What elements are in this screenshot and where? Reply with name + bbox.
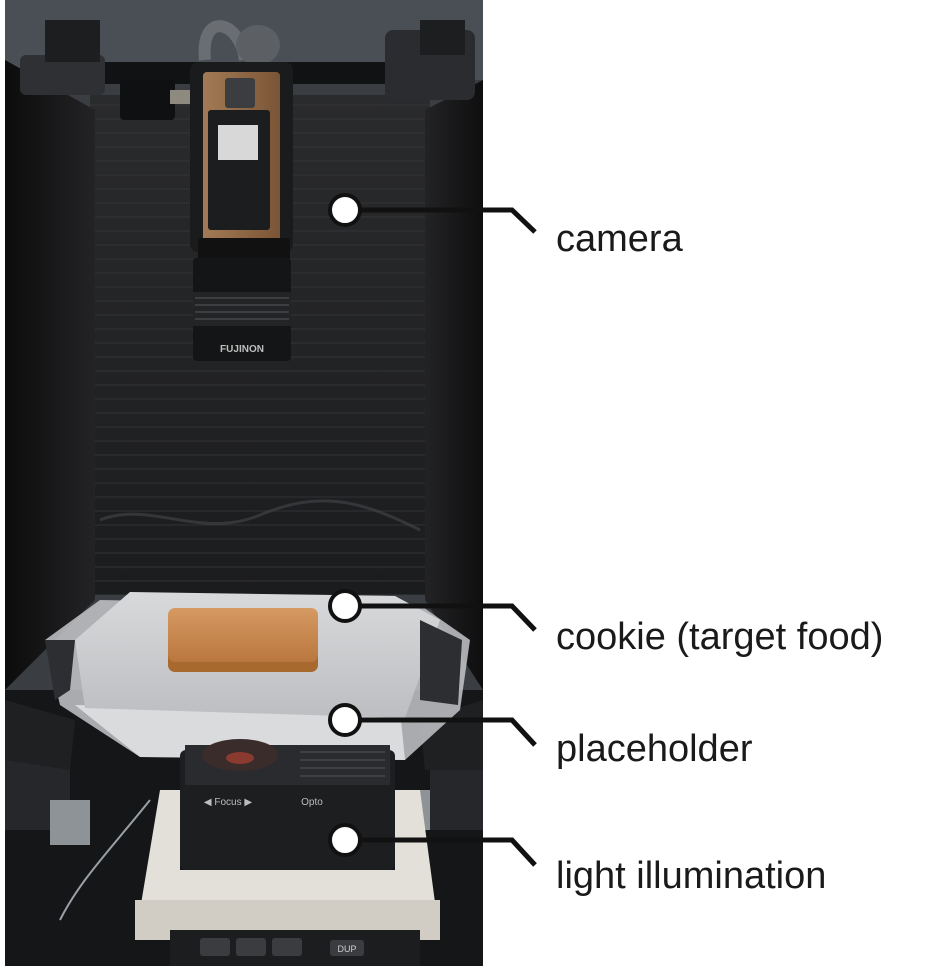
remote-buttons — [200, 938, 364, 956]
right-side-wall — [425, 80, 483, 690]
cookie-top — [168, 608, 318, 662]
cord — [59, 799, 151, 921]
label-placeholder: placeholder — [556, 728, 753, 770]
tape-left — [20, 55, 105, 95]
callout-line-cookie — [345, 603, 537, 632]
label-cookie: cookie (target food) — [556, 616, 884, 658]
camera-port — [225, 78, 255, 108]
marker-dot-camera — [328, 193, 362, 227]
lower-left-tape — [5, 700, 75, 770]
lens-brand: FUJINON — [220, 344, 264, 355]
marker-dot-placeholder — [328, 703, 362, 737]
marker-dot-light — [328, 823, 362, 857]
dark-tape-corner-right — [420, 620, 462, 705]
label-camera: camera — [556, 218, 683, 260]
top-bracket-left — [45, 20, 100, 62]
callout-line-placeholder — [345, 717, 537, 747]
camera-label — [218, 125, 258, 160]
remote-button-label: DUP — [337, 944, 356, 954]
device-brand-mark: Opto — [301, 797, 323, 808]
camera-lens-mount — [198, 238, 290, 262]
focus-button-label: ◀ Focus ▶ — [204, 797, 252, 808]
callout-line-camera — [345, 207, 537, 234]
clamp — [120, 80, 175, 120]
left-side-wall — [5, 60, 95, 690]
callout-line-light — [345, 837, 537, 867]
label-light-illumination: light illumination — [556, 855, 827, 897]
dark-tape-corner-left — [45, 640, 75, 700]
marker-dot-cookie — [328, 589, 362, 623]
light-vent — [300, 751, 385, 777]
lens-grip-ridges — [193, 292, 291, 326]
cable-connector — [236, 25, 280, 65]
back-wall-crease — [99, 499, 421, 532]
light-lens-glow — [226, 752, 254, 764]
right-rail — [430, 770, 483, 830]
top-bracket-right — [420, 20, 465, 55]
